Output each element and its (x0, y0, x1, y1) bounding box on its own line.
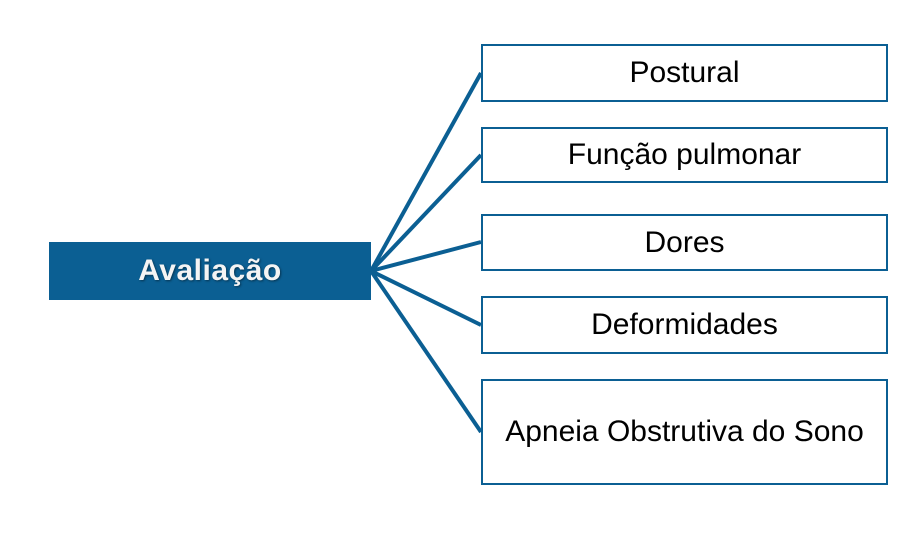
child-node-label: Apneia Obstrutiva do Sono (505, 415, 864, 448)
child-node-label: Dores (644, 225, 725, 259)
child-node-label: Postural (629, 56, 740, 89)
connector-postural (369, 72, 483, 272)
connector-funcao-pulmonar (369, 153, 483, 273)
child-node-deformidades: Deformidades (481, 296, 888, 354)
connector-deformidades (370, 269, 482, 327)
child-node-apneia-obstrutiva: Apneia Obstrutiva do Sono (481, 379, 888, 485)
child-node-label: Deformidades (591, 308, 778, 341)
root-node-avaliacao: Avaliação (49, 242, 371, 300)
connector-dores (370, 240, 482, 273)
child-node-funcao-pulmonar: Função pulmonar (481, 127, 888, 183)
connector-apneia (369, 269, 483, 434)
child-node-label: Função pulmonar (567, 138, 802, 171)
root-node-label: Avaliação (138, 254, 282, 287)
child-node-postural: Postural (481, 44, 888, 102)
child-node-dores: Dores (481, 214, 888, 271)
